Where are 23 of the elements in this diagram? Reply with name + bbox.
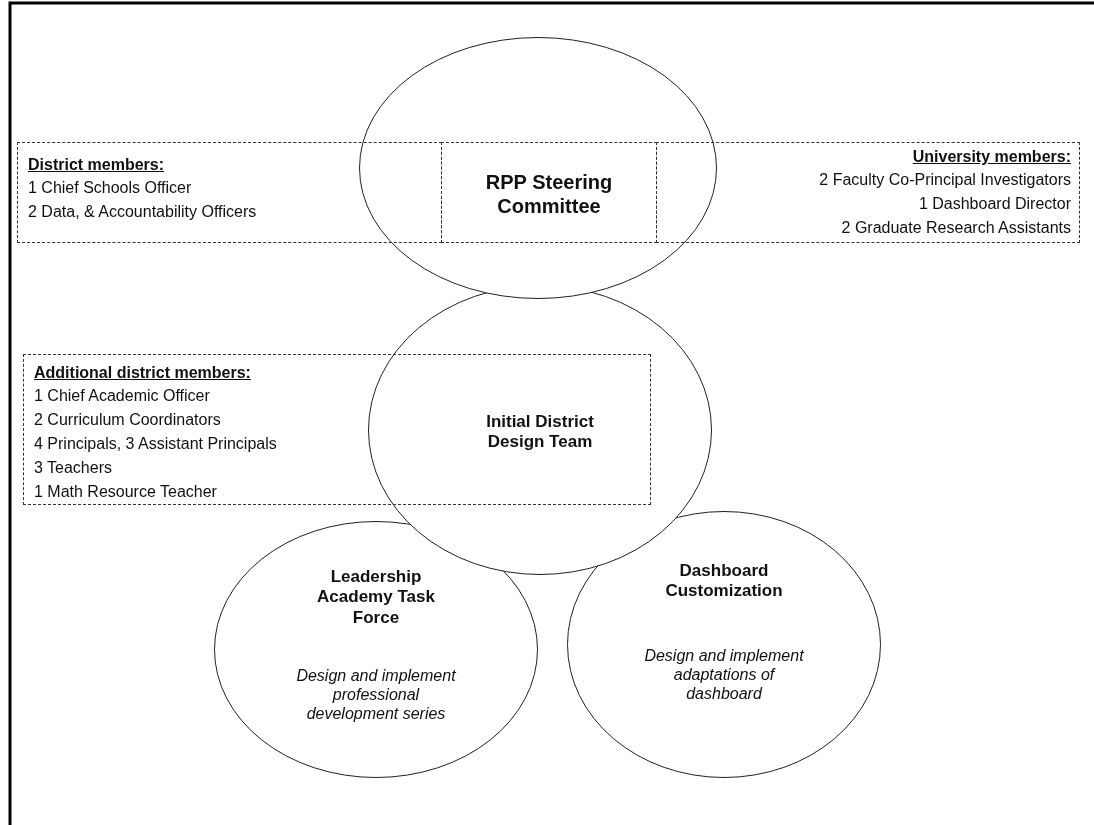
- member-line: 1 Math Resource Teacher: [34, 483, 217, 500]
- member-line: 3 Teachers: [34, 459, 112, 476]
- member-line: 4 Principals, 3 Assistant Principals: [34, 435, 277, 452]
- member-line: 1 Chief Schools Officer: [28, 179, 192, 196]
- member-line: 1 Dashboard Director: [918, 195, 1071, 212]
- node-title: Leadership Academy Task Force: [317, 567, 435, 627]
- node-title: Initial District Design Team: [486, 412, 594, 452]
- description-text: Design and implement professional development series: [296, 667, 456, 723]
- dashed-box: [656, 142, 1080, 243]
- dashed-box: [23, 354, 651, 505]
- node-title: RPP Steering Committee: [485, 171, 613, 217]
- node-title: Dashboard Customization: [665, 561, 783, 601]
- dashed-box: [441, 142, 657, 243]
- dashed-box: [17, 142, 442, 243]
- member-line: 2 Graduate Research Assistants: [841, 219, 1071, 236]
- member-line: 2 Faculty Co-Principal Investigators: [819, 171, 1071, 188]
- group-heading: University members:: [912, 148, 1071, 165]
- group-heading: District members:: [28, 156, 165, 173]
- description-text: Design and implement adaptations of dashboard: [644, 647, 804, 703]
- member-line: 2 Data, & Accountability Officers: [28, 203, 257, 220]
- member-line: 1 Chief Academic Officer: [34, 387, 210, 404]
- group-heading: Additional district members:: [34, 364, 251, 381]
- member-line: 2 Curriculum Coordinators: [34, 411, 221, 428]
